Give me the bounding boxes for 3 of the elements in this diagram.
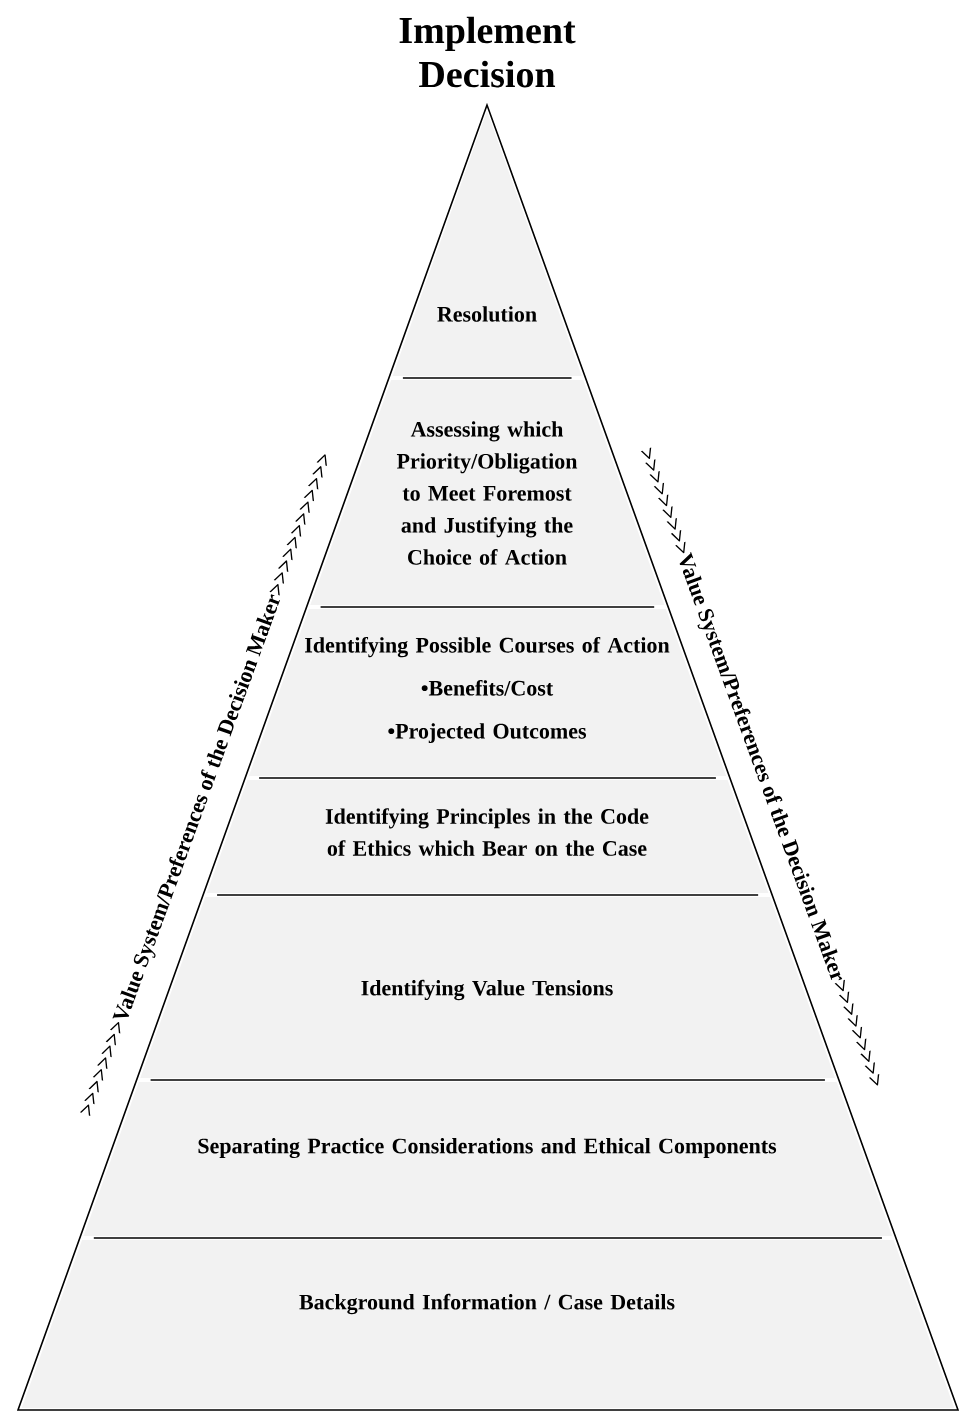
pyramid-band: Resolution (392, 111, 582, 376)
pyramid-band: Background Information / Case Details (21, 1240, 955, 1408)
title: Implement Decision (399, 16, 576, 88)
